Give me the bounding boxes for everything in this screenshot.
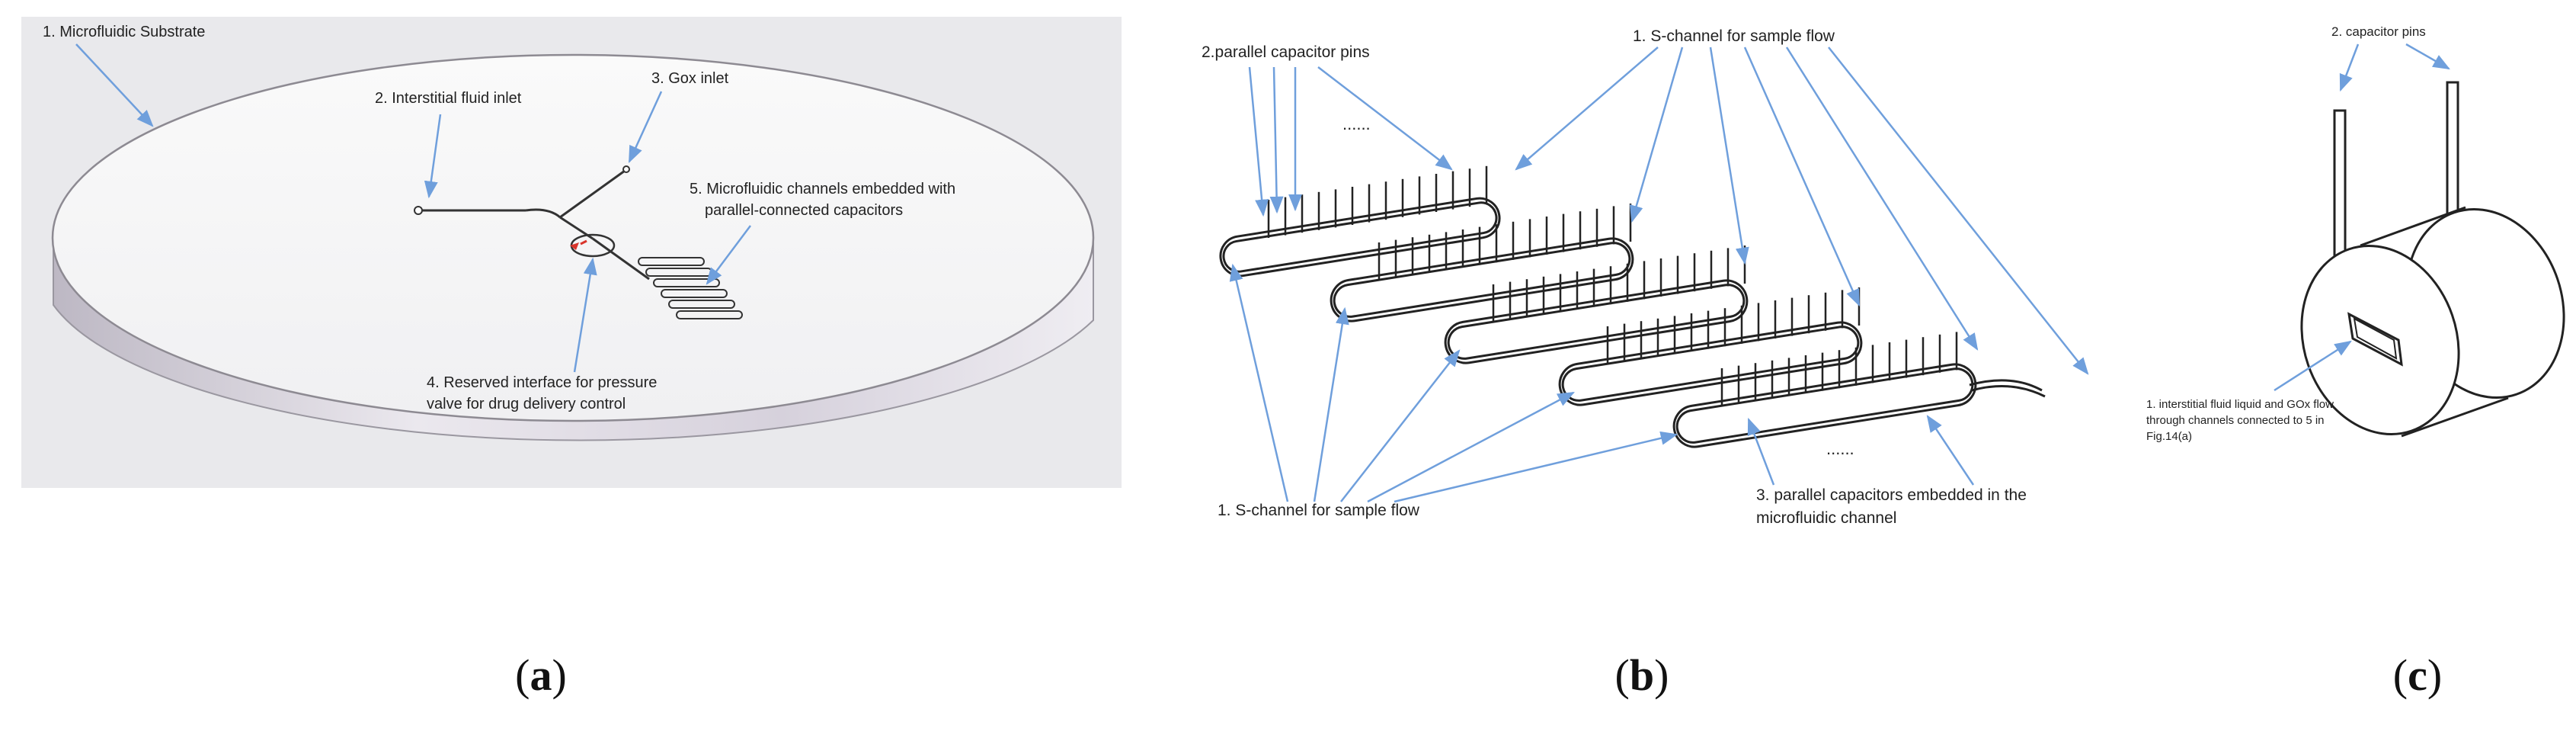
isf-inlet-port [414,206,423,215]
label-microfluidic-substrate: 1. Microfluidic Substrate [43,24,205,40]
label-channels-line1: 5. Microfluidic channels embedded with [690,181,955,197]
label-caps-ellipsis: ...... [1826,439,1854,458]
gox-inlet-port [622,165,630,173]
caption-c: (c) [2393,650,2442,700]
panel-a-leader-lines [75,43,751,373]
label-isf-inlet: 2. Interstitial fluid inlet [375,90,522,107]
label-pins-ellipsis: ...... [1342,114,1371,133]
panel-b-leader-lines [1229,47,2089,503]
valve-red-mark [570,242,579,250]
label-parallel-capacitors-line2: microfluidic channel [1756,509,1896,527]
panel-b: 2.parallel capacitor pins ...... 1. S-ch… [1202,27,2089,700]
label-s-channel-bottom: 1. S-channel for sample flow [1218,502,1420,519]
label-flow-line1: 1. interstitial fluid liquid and GOx flo… [2146,398,2334,411]
valve-red-line [580,239,587,245]
cylinder-edge-top [2360,206,2466,247]
label-flow-line2: through channels connected to 5 in [2146,414,2325,427]
label-gox-inlet: 3. Gox inlet [651,70,729,87]
substrate-disk-top [51,53,1095,422]
label-reserved-line1: 4. Reserved interface for pressure [427,374,657,391]
label-parallel-capacitor-pins: 2.parallel capacitor pins [1202,43,1370,61]
flow-channel-window-inner [2353,317,2398,360]
label-parallel-capacitors-line1: 3. parallel capacitors embedded in the [1756,486,2027,504]
label-reserved-line2: valve for drug delivery control [427,396,626,412]
panel-c: 2. capacitor pins 1. interstitial fluid … [2146,24,2565,700]
panel-a: 1. Microfluidic Substrate 2. Interstitia… [21,17,1122,700]
capacitor-pin-array [1267,165,1958,406]
label-channels-line2: parallel-connected capacitors [705,202,903,219]
label-capacitor-pins: 2. capacitor pins [2331,24,2426,39]
flow-channel-window [2347,312,2403,367]
cylinder-edge-bottom [2401,396,2509,438]
caption-a: (a) [515,650,567,700]
label-flow-line3: Fig.14(a) [2146,430,2192,443]
caption-b: (b) [1615,650,1669,700]
panel-c-leader-lines [2274,43,2450,392]
label-s-channel-top: 1. S-channel for sample flow [1633,27,1835,45]
